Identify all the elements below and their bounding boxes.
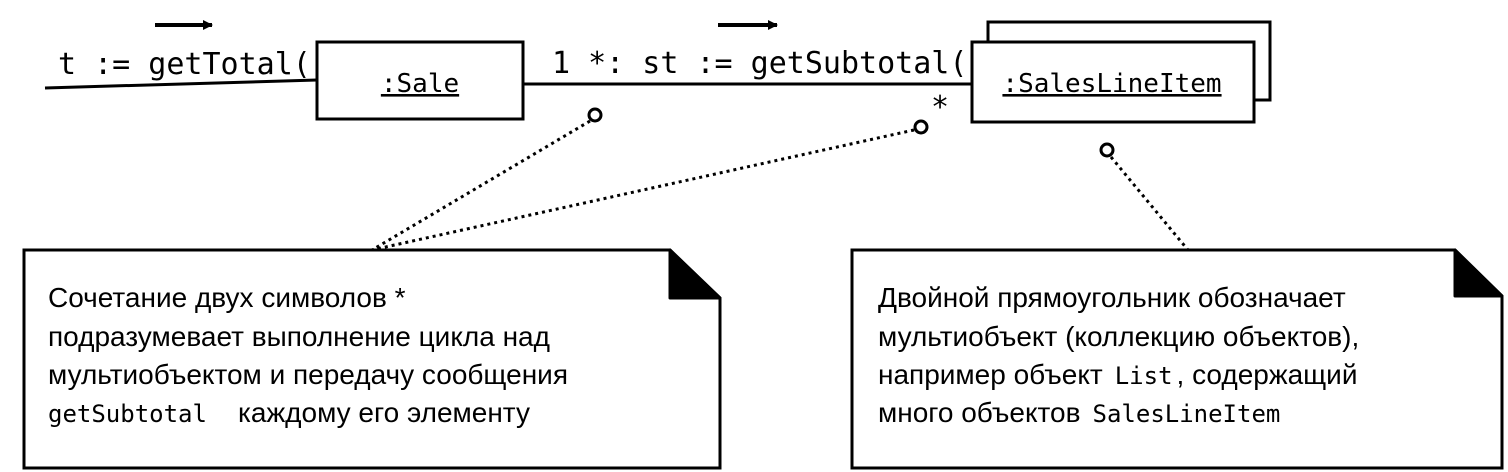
message-get-total: t := getTotal()	[58, 47, 329, 82]
note-anchor-multiplicity	[913, 119, 929, 135]
note-anchor-sale-link	[587, 107, 603, 123]
sale-object-box	[315, 40, 525, 121]
iteration-note-line-4: каждому его элементу	[238, 397, 530, 428]
note-anchor-multiobject	[1099, 142, 1115, 158]
multiobject-note-line-4-pre: много объектов	[878, 397, 1081, 428]
multiobject-note-list-code: List	[1115, 362, 1173, 390]
incoming-link-line	[44, 78, 318, 90]
multiobject-note-line-1: Двойной прямоугольник обозначает	[878, 282, 1346, 313]
sales-line-item-label: :SalesLineItem	[1002, 69, 1221, 99]
iteration-note-line-2: подразумевает выполнение цикла над	[48, 321, 550, 352]
multiobject-note-line-3: например объект List , содержащий	[878, 359, 1357, 390]
multiobject-note-class-code: SalesLineItem	[1093, 400, 1281, 428]
multiplicity-star: *	[931, 90, 949, 125]
note-connector-3	[1109, 156, 1190, 251]
multiobject-note-line-4: много объектов SalesLineItem	[878, 397, 1280, 428]
multiobject-note-line-2: мультиобъект (коллекцию объектов),	[878, 321, 1359, 352]
sale-object-label: :Sale	[381, 69, 459, 99]
multiobject-note-line-3-pre: например объект	[878, 359, 1103, 390]
iteration-note-code: getSubtotal	[48, 400, 207, 428]
iteration-note-line-1: Сочетание двух символов *	[48, 282, 406, 313]
note-connector-1	[371, 119, 591, 252]
iteration-note-line-3: мультиобъектом и передачу сообщения	[48, 359, 568, 390]
note-connector-2	[371, 128, 915, 252]
iteration-note: Сочетание двух символов * подразумевает …	[22, 248, 722, 470]
message-get-subtotal: 1 *: st := getSubtotal()	[552, 46, 985, 81]
multiobject-note-line-3-post: , содержащий	[1177, 359, 1358, 390]
multiobject-note: Двойной прямоугольник обозначает мультио…	[850, 248, 1504, 470]
multiobject-front-box	[970, 40, 1256, 124]
